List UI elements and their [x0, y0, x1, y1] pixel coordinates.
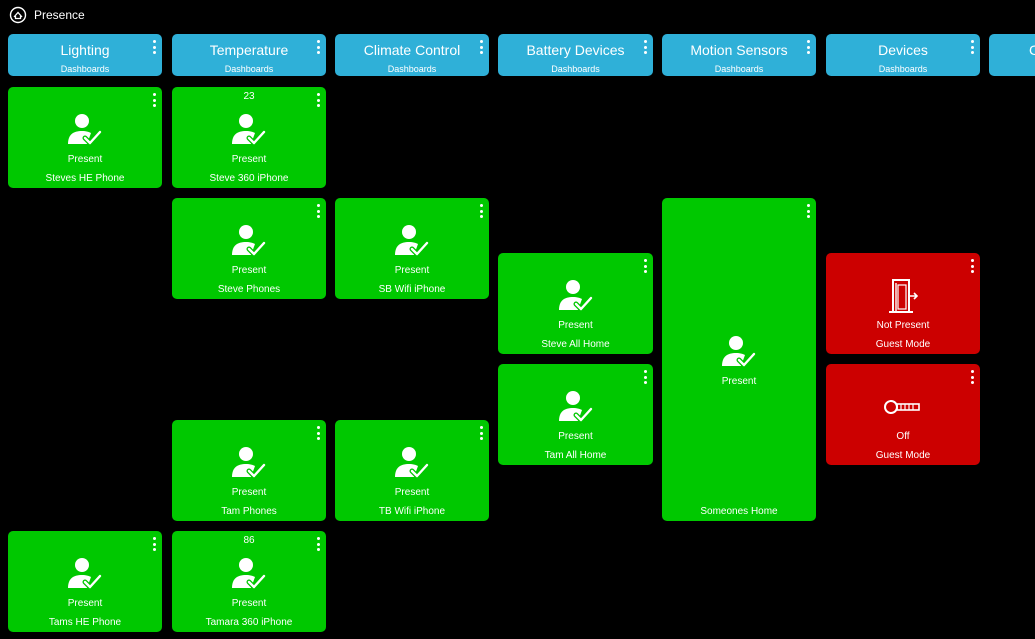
tile-state: Present [558, 430, 593, 442]
dashboard-subtitle: Dashboards [60, 64, 110, 74]
tile-menu-icon[interactable] [478, 426, 484, 440]
presence-tile[interactable]: Present TB Wifi iPhone [335, 420, 489, 521]
dashboard-title: Motion Sensors [690, 42, 788, 58]
tile-state: Present [394, 264, 430, 276]
dashboard-tile-battery-devices[interactable]: Battery Devices Dashboards [498, 34, 653, 76]
tile-state: Present [231, 264, 267, 276]
person-check-icon [392, 445, 432, 481]
tile-state: Present [231, 486, 267, 498]
presence-tile[interactable]: Present Steve All Home [498, 253, 653, 354]
dashboard-tile-motion-sensors[interactable]: Motion Sensors Dashboards [662, 34, 816, 76]
person-check-icon [556, 278, 596, 314]
tile-label: Tam All Home [544, 450, 607, 461]
dashboard-title: Battery Devices [526, 42, 625, 58]
person-check-icon [556, 389, 596, 425]
tile-menu-icon[interactable] [969, 370, 975, 384]
dashboard-subtitle: Dashboards [224, 64, 274, 74]
tile-menu-icon[interactable] [969, 259, 975, 273]
dashboard-tile-partial[interactable]: C [989, 34, 1035, 76]
person-check-icon [65, 112, 105, 148]
person-check-icon [719, 334, 759, 370]
presence-tile[interactable]: Present Steves HE Phone [8, 87, 162, 188]
tile-menu-icon[interactable] [151, 40, 157, 54]
person-check-icon [229, 112, 269, 148]
presence-tile[interactable]: Present Someones Home [662, 198, 816, 521]
tile-menu-icon[interactable] [478, 40, 484, 54]
tile-label: Steve Phones [217, 284, 281, 295]
tile-label: Guest Mode [875, 339, 931, 350]
dashboard-subtitle: Dashboards [878, 64, 928, 74]
dashboard-subtitle: Dashboards [551, 64, 600, 74]
dashboard-tile-climate-control[interactable]: Climate Control Dashboards [335, 34, 489, 76]
tile-menu-icon[interactable] [642, 40, 648, 54]
dashboard-title: Devices [878, 42, 928, 58]
dashboard-tile-temperature[interactable]: Temperature Dashboards [172, 34, 326, 76]
dashboard-title: Temperature [209, 42, 289, 58]
person-check-icon [65, 556, 105, 592]
tile-menu-icon[interactable] [805, 204, 811, 218]
dashboard-subtitle: Dashboards [714, 64, 764, 74]
dashboard-tile-devices[interactable]: Devices Dashboards [826, 34, 980, 76]
tile-state: Off [896, 430, 910, 442]
tile-menu-icon[interactable] [969, 40, 975, 54]
dashboard-title: C [1029, 42, 1035, 58]
tile-label: Tamara 360 iPhone [205, 617, 293, 628]
tile-menu-icon[interactable] [315, 204, 321, 218]
tile-state: Present [67, 153, 103, 165]
tile-top-value: 86 [243, 535, 255, 546]
tile-state: Present [231, 153, 267, 165]
person-check-icon [229, 445, 269, 481]
guest-mode-switch-tile[interactable]: Off Guest Mode [826, 364, 980, 465]
dashboard-subtitle: Dashboards [387, 64, 437, 74]
tile-menu-icon[interactable] [478, 204, 484, 218]
tile-menu-icon[interactable] [315, 40, 321, 54]
tile-state: Present [558, 319, 593, 331]
tile-label: Steve All Home [541, 339, 610, 350]
page-title: Presence [34, 8, 85, 22]
presence-tile[interactable]: Present Tams HE Phone [8, 531, 162, 632]
tile-state: Present [67, 597, 103, 609]
dashboard-title: Lighting [60, 42, 110, 58]
person-check-icon [229, 556, 269, 592]
tile-state: Present [231, 597, 267, 609]
tile-menu-icon[interactable] [315, 426, 321, 440]
tile-state: Not Present [876, 319, 930, 331]
tile-label: Steve 360 iPhone [209, 173, 289, 184]
guest-mode-contact-tile[interactable]: Not Present Guest Mode [826, 253, 980, 354]
person-check-icon [229, 223, 269, 259]
tile-state: Present [394, 486, 430, 498]
tile-top-value: 23 [243, 91, 255, 102]
tile-menu-icon[interactable] [151, 93, 157, 107]
dashboard-tile-lighting[interactable]: Lighting Dashboards [8, 34, 162, 76]
presence-tile[interactable]: 23 Present Steve 360 iPhone [172, 87, 326, 188]
tile-label: Tam Phones [221, 506, 277, 517]
presence-tile[interactable]: Present Steve Phones [172, 198, 326, 299]
presence-tile[interactable]: 86 Present Tamara 360 iPhone [172, 531, 326, 632]
header-bar: Presence [0, 0, 1035, 30]
tile-menu-icon[interactable] [315, 537, 321, 551]
tile-label: Tams HE Phone [48, 617, 122, 628]
tile-menu-icon[interactable] [315, 93, 321, 107]
tile-menu-icon[interactable] [642, 370, 648, 384]
tile-label: Steves HE Phone [45, 173, 125, 184]
tile-label: SB Wifi iPhone [378, 284, 446, 295]
hubitat-logo-icon[interactable] [9, 6, 27, 24]
tile-label: TB Wifi iPhone [378, 506, 446, 517]
person-check-icon [392, 223, 432, 259]
tile-menu-icon[interactable] [151, 537, 157, 551]
tile-menu-icon[interactable] [642, 259, 648, 273]
presence-tile[interactable]: Present Tam Phones [172, 420, 326, 521]
presence-tile[interactable]: Present Tam All Home [498, 364, 653, 465]
tile-label: Guest Mode [875, 450, 931, 461]
key-icon [883, 389, 923, 425]
door-exit-icon [883, 278, 923, 314]
dashboard-title: Climate Control [363, 42, 461, 58]
tile-label: Someones Home [700, 506, 778, 517]
presence-tile[interactable]: Present SB Wifi iPhone [335, 198, 489, 299]
tile-state: Present [721, 375, 757, 387]
tile-menu-icon[interactable] [805, 40, 811, 54]
